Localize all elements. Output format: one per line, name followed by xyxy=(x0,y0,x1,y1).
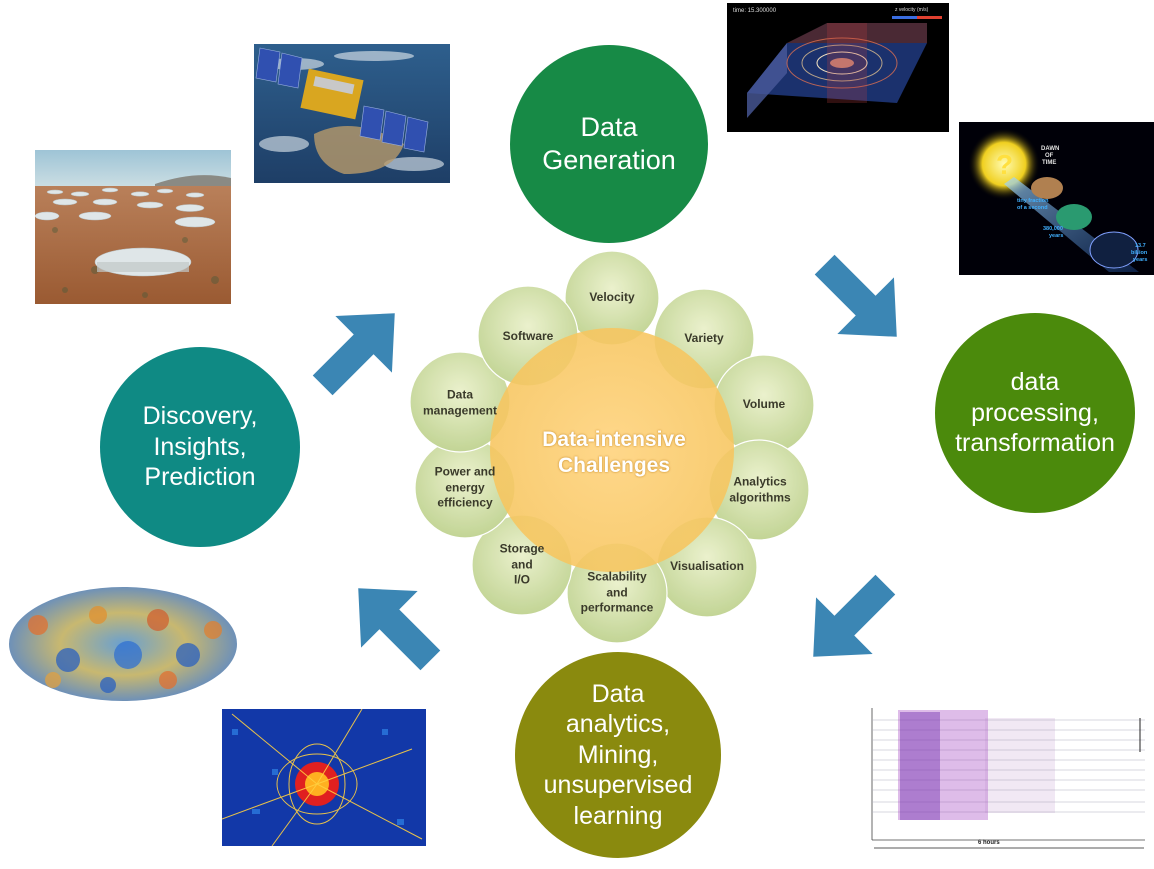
svg-text:?: ? xyxy=(996,149,1013,180)
satellite-image xyxy=(254,44,450,183)
petal-label-visualisation: Visualisation xyxy=(670,559,744,574)
dawn-text: DAWN xyxy=(1041,146,1059,152)
k380-text: 380,000 xyxy=(1043,226,1063,232)
dawn-text-2: OF xyxy=(1045,153,1054,159)
seismogram-image: 6 hours xyxy=(860,690,1154,862)
arrow-to-discovery xyxy=(358,588,441,671)
tiny-fraction-text: tiny fraction xyxy=(1017,198,1049,204)
k380-text-2: years xyxy=(1049,233,1063,239)
dawn-text-3: TIME xyxy=(1042,160,1056,166)
cmb-sky-map-image xyxy=(8,585,238,703)
petal-label-variety: Variety xyxy=(684,331,724,346)
petal-label-velocity: Velocity xyxy=(589,290,635,305)
b137-text-2: billion xyxy=(1131,250,1148,256)
arrow-to-generation xyxy=(312,313,395,396)
dawn-of-time-image: ? DAWN OF TIME tiny fraction of a second… xyxy=(959,122,1154,275)
petal-label-volume: Volume xyxy=(742,397,786,412)
center-circle xyxy=(490,328,734,572)
cycle-arrows xyxy=(312,254,897,671)
particle-collision-image xyxy=(222,709,426,846)
arrow-to-processing xyxy=(814,254,897,337)
petal-label-software: Software xyxy=(502,329,554,344)
tiny-fraction-text-2: of a second xyxy=(1017,205,1048,211)
simulation-image: time: 15.300000 z velocity (m/s) xyxy=(727,3,949,132)
radio-telescope-image xyxy=(35,150,231,304)
seismo-hours-text: 6 hours xyxy=(978,840,1000,846)
sim-legend-text: z velocity (m/s) xyxy=(895,7,929,13)
stage-discovery: Discovery,Insights,Prediction xyxy=(100,347,300,547)
b137-text-3: years xyxy=(1133,257,1147,263)
sim-time-text: time: 15.300000 xyxy=(733,8,777,14)
b137-text: 13.7 xyxy=(1135,243,1146,249)
arrow-to-analytics xyxy=(813,574,896,657)
